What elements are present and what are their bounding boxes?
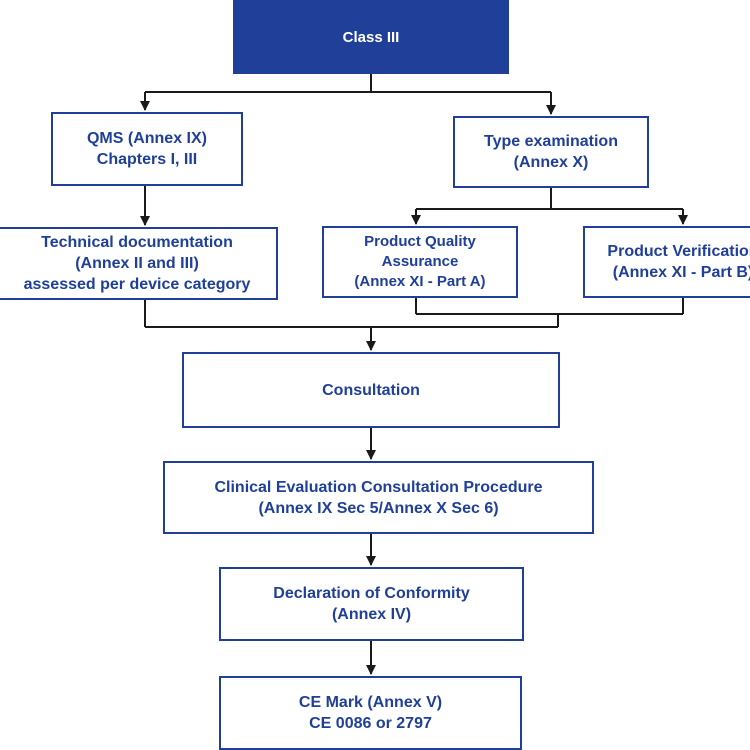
- class-iii-label: Class III: [342, 28, 400, 46]
- pv-label-line2: (Annex XI - Part B): [612, 264, 750, 281]
- technical-documentation-box: Technical documentation (Annex II and II…: [0, 227, 278, 300]
- ce-label-line1: CE Mark (Annex V): [298, 694, 443, 711]
- declaration-of-conformity-box: Declaration of Conformity (Annex IV): [219, 567, 524, 641]
- consultation-box: Consultation: [182, 352, 560, 428]
- class-iii-box: Class III: [233, 0, 509, 74]
- pqa-label-line2: Assurance: [381, 253, 459, 270]
- qms-label-line1: QMS (Annex IX): [86, 130, 207, 147]
- clinical-evaluation-box: Clinical Evaluation Consultation Procedu…: [163, 461, 594, 534]
- doc-label-line1: Declaration of Conformity: [273, 585, 470, 602]
- tech-doc-label-line3: assessed per device category: [23, 276, 251, 293]
- tech-doc-label-line1: Technical documentation: [41, 234, 233, 251]
- doc-label-line2: (Annex IV): [331, 606, 412, 623]
- ce-label-line2: CE 0086 or 2797: [309, 715, 432, 732]
- qms-label-line2: Chapters I, III: [96, 151, 198, 168]
- consultation-label: Consultation: [322, 381, 420, 399]
- product-quality-assurance-box: Product Quality Assurance (Annex XI - Pa…: [322, 226, 518, 298]
- pqa-label-line1: Product Quality: [364, 233, 476, 250]
- clinical-label-line1: Clinical Evaluation Consultation Procedu…: [214, 478, 543, 496]
- tech-doc-label-line2: (Annex II and III): [75, 255, 199, 272]
- type-exam-label-line1: Type examination: [484, 133, 618, 150]
- product-verification-box: Product Verification (Annex XI - Part B): [583, 226, 750, 298]
- type-exam-label-line2: (Annex X): [513, 154, 589, 171]
- qms-box: QMS (Annex IX) Chapters I, III: [51, 112, 243, 186]
- clinical-label-line2: (Annex IX Sec 5/Annex X Sec 6): [258, 499, 499, 517]
- ce-mark-box: CE Mark (Annex V) CE 0086 or 2797: [219, 676, 522, 750]
- pqa-label-line3: (Annex XI - Part A): [354, 273, 486, 290]
- type-examination-box: Type examination (Annex X): [453, 116, 649, 188]
- pv-label-line1: Product Verification: [607, 243, 750, 260]
